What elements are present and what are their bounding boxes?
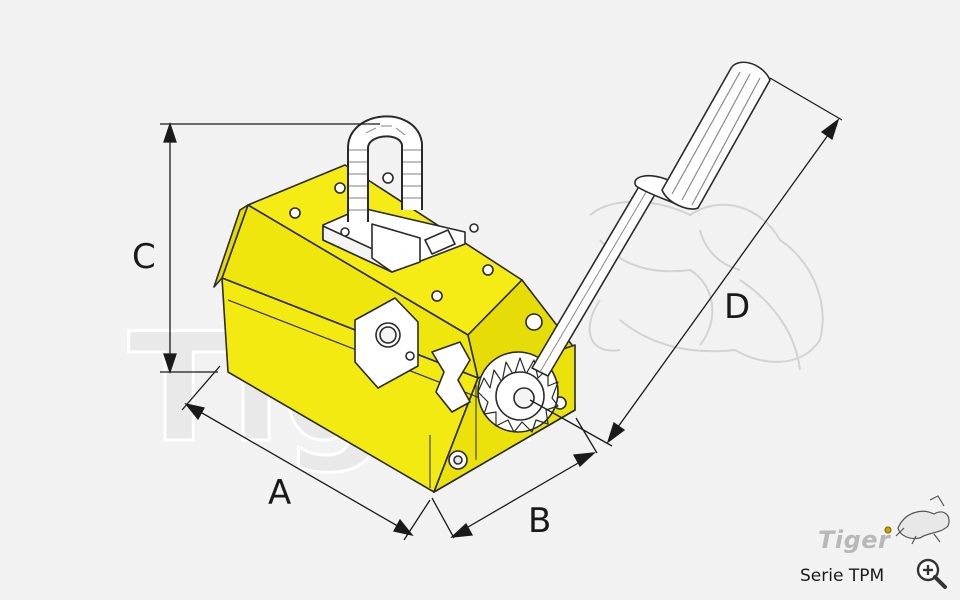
- zoom-in-button[interactable]: [914, 556, 948, 590]
- series-caption: Serie TPM: [800, 566, 885, 586]
- brand-tiger-logo: [884, 495, 950, 545]
- release-handle: [531, 61, 771, 377]
- lifting-magnet: [213, 115, 576, 493]
- dimension-label-d: D: [724, 287, 750, 327]
- zoom-in-icon: [916, 558, 947, 589]
- handle-grip: [661, 61, 771, 210]
- corner-bolt: [525, 313, 543, 331]
- bolt-hole: [289, 207, 301, 219]
- dimension-label-b: B: [528, 501, 551, 541]
- tiger-watermark-illustration: [588, 200, 824, 371]
- dimension-label-a: A: [268, 473, 291, 513]
- bolt-hole: [431, 290, 443, 302]
- dimension-label-c: C: [132, 237, 156, 277]
- bolt-hole: [482, 264, 494, 276]
- bolt-hole: [382, 172, 394, 184]
- dimension-lines: [160, 77, 843, 541]
- brand-wordmark: Tiger: [818, 526, 891, 554]
- bolt-hole: [334, 182, 346, 194]
- latch-block: [431, 341, 471, 413]
- bolt-hole: [469, 223, 479, 233]
- magnet-left-bevel: [213, 204, 249, 288]
